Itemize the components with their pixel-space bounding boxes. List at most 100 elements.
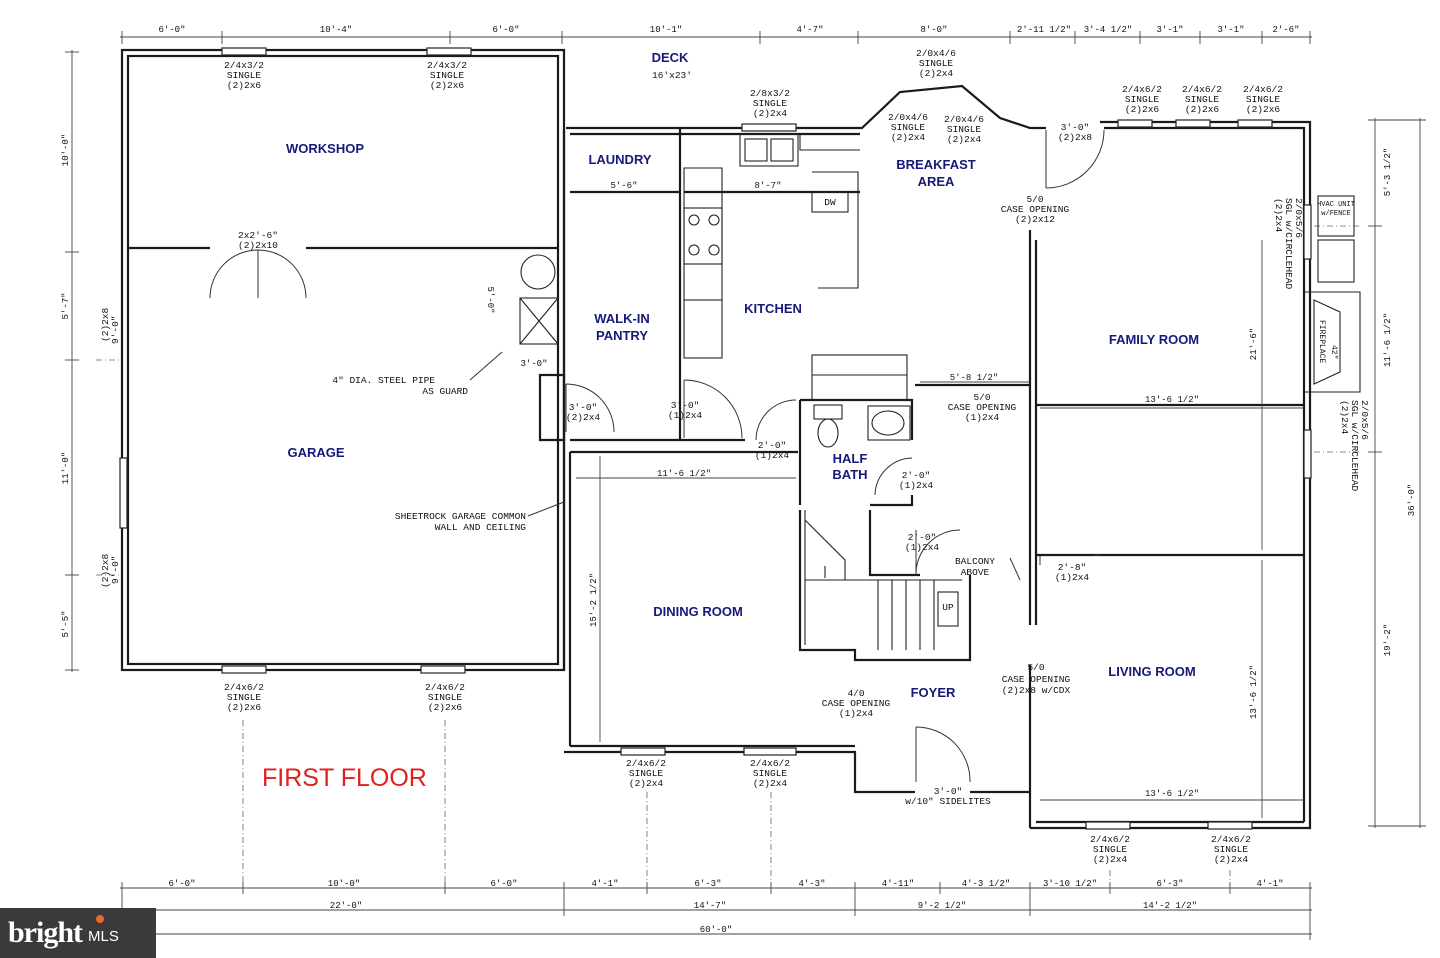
note-steel-pipe-line1: 4" DIA. STEEL PIPE xyxy=(332,375,435,386)
fixtures xyxy=(519,133,1361,650)
dim-text: 14'-2 1/2" xyxy=(1143,901,1197,911)
dim-text: 6'-0" xyxy=(492,25,519,35)
windows xyxy=(119,47,1312,830)
dim-text: 13'-6 1/2" xyxy=(1145,395,1199,405)
dim-text: 10'-4" xyxy=(320,25,352,35)
dim-text: 10'-1" xyxy=(650,25,682,35)
dim-text: 5'-5" xyxy=(61,610,71,637)
note-case-opening-living: CASE OPENING xyxy=(1002,674,1071,685)
doors xyxy=(209,129,1105,783)
opening-label: 9'-0" xyxy=(110,315,121,344)
room-family: FAMILY ROOM xyxy=(1109,332,1199,347)
dim-text: 3'-4 1/2" xyxy=(1084,25,1133,35)
opening-label: 2x2'-6"(2)2x10 xyxy=(238,230,278,251)
dim-text: 10'-0" xyxy=(328,879,360,889)
dim-text: 4'-3" xyxy=(798,879,825,889)
fireplace-size: 42" xyxy=(1329,345,1338,359)
dim-text: 2'-6" xyxy=(1272,25,1299,35)
dimension-text-bottom: 6'-0" 10'-0" 6'-0" 4'-1" 6'-3" 4'-3" 4'-… xyxy=(168,879,1283,935)
dim-text: 5'-3 1/2" xyxy=(1383,148,1393,197)
dim-text: 11'-0" xyxy=(61,452,71,484)
opening-label: 5/0 xyxy=(1027,662,1044,673)
room-breakfast-line2: AREA xyxy=(918,174,955,189)
dimension-text-top: 6'-0" 10'-4" 6'-0" 10'-1" 4'-7" 8'-0" 2'… xyxy=(158,25,1299,35)
dim-text: 3'-1" xyxy=(1156,25,1183,35)
note-balcony-line2: ABOVE xyxy=(961,567,990,578)
room-deck: DECK xyxy=(652,50,689,65)
note-sheetrock-line1: SHEETROCK GARAGE COMMON xyxy=(395,511,526,522)
opening-label: (2)2x8 xyxy=(100,553,111,588)
hvac-label-line2: w/FENCE xyxy=(1321,210,1350,218)
brand-dot-icon xyxy=(96,915,104,923)
opening-label: 2'-0"(1)2x4 xyxy=(905,532,940,553)
opening-label: (2)2x4SGL w/CIRCLEHEAD2/0x5/6 xyxy=(1339,400,1370,492)
room-kitchen: KITCHEN xyxy=(744,301,802,316)
dim-text: 8'-7" xyxy=(754,181,781,191)
exterior-walls xyxy=(120,48,1312,830)
dim-text: 14'-7" xyxy=(694,901,726,911)
dim-text: 6'-3" xyxy=(1156,879,1183,889)
opening-label: 2'-8"(1)2x4 xyxy=(1055,562,1090,583)
dim-text: 4'-1" xyxy=(591,879,618,889)
room-garage: GARAGE xyxy=(287,445,344,460)
dim-text: 5'-6" xyxy=(610,181,637,191)
brand-name: bright xyxy=(8,916,83,949)
stair-up-label: UP xyxy=(942,602,954,613)
dimension-lines xyxy=(65,31,1426,940)
interior-walls xyxy=(538,128,1304,792)
opening-label: (2)2x8 xyxy=(100,307,111,342)
dim-text: 21'-6" xyxy=(1249,328,1259,360)
room-pantry-line2: PANTRY xyxy=(596,328,648,343)
room-half-bath-line1: HALF xyxy=(833,451,868,466)
note-sidelites: w/10" SIDELITES xyxy=(905,796,991,807)
fireplace-label: FIREPLACE xyxy=(1317,320,1326,363)
dim-text: 4'-7" xyxy=(796,25,823,35)
opening-label: 3'-0"(2)2x8 xyxy=(1058,122,1093,143)
opening-label: 3'-0"(2)2x4 xyxy=(566,402,601,423)
dim-text: 6'-0" xyxy=(490,879,517,889)
dim-text: 4'-1" xyxy=(1256,879,1283,889)
dimension-text-sides: 10'-0" 5'-7" 11'-0" 5'-5" 5'-3 1/2" 11'-… xyxy=(61,134,1417,656)
dim-text: 11'-6 1/2" xyxy=(1383,313,1393,367)
dim-text: 22'-0" xyxy=(330,901,362,911)
dim-text: 36'-0" xyxy=(1407,484,1417,516)
room-foyer: FOYER xyxy=(911,685,956,700)
note-steel-pipe-line2: AS GUARD xyxy=(422,386,468,397)
opening-label: 9'-0" xyxy=(110,555,121,584)
room-half-bath-line2: BATH xyxy=(832,467,867,482)
dim-text: 13'-6 1/2" xyxy=(1145,789,1199,799)
dim-text: 5'-7" xyxy=(61,292,71,319)
dim-text: 3'-0" xyxy=(520,359,547,369)
note-cdx: (2)2x8 w/CDX xyxy=(1002,685,1071,696)
dim-text: 19'-2" xyxy=(1383,624,1393,656)
opening-label: 3'-0" xyxy=(934,786,963,797)
room-workshop: WORKSHOP xyxy=(286,141,364,156)
notes: 4" DIA. STEEL PIPE AS GUARD SHEETROCK GA… xyxy=(332,351,1071,807)
opening-label: (2)2x4SGL w/CIRCLEHEAD2/0x5/6 xyxy=(1273,198,1304,290)
dim-text: 3'-1" xyxy=(1217,25,1244,35)
room-breakfast-line1: BREAKFAST xyxy=(896,157,976,172)
dishwasher-label: DW xyxy=(824,197,836,208)
dim-text: 4'-11" xyxy=(882,879,914,889)
opening-label: 3'-0"(1)2x4 xyxy=(668,400,703,421)
dim-text: 2'-11 1/2" xyxy=(1017,25,1071,35)
hvac-label-line1: HVAC UNIT xyxy=(1317,201,1355,209)
room-living: LIVING ROOM xyxy=(1108,664,1195,679)
dim-text: 10'-0" xyxy=(61,134,71,166)
